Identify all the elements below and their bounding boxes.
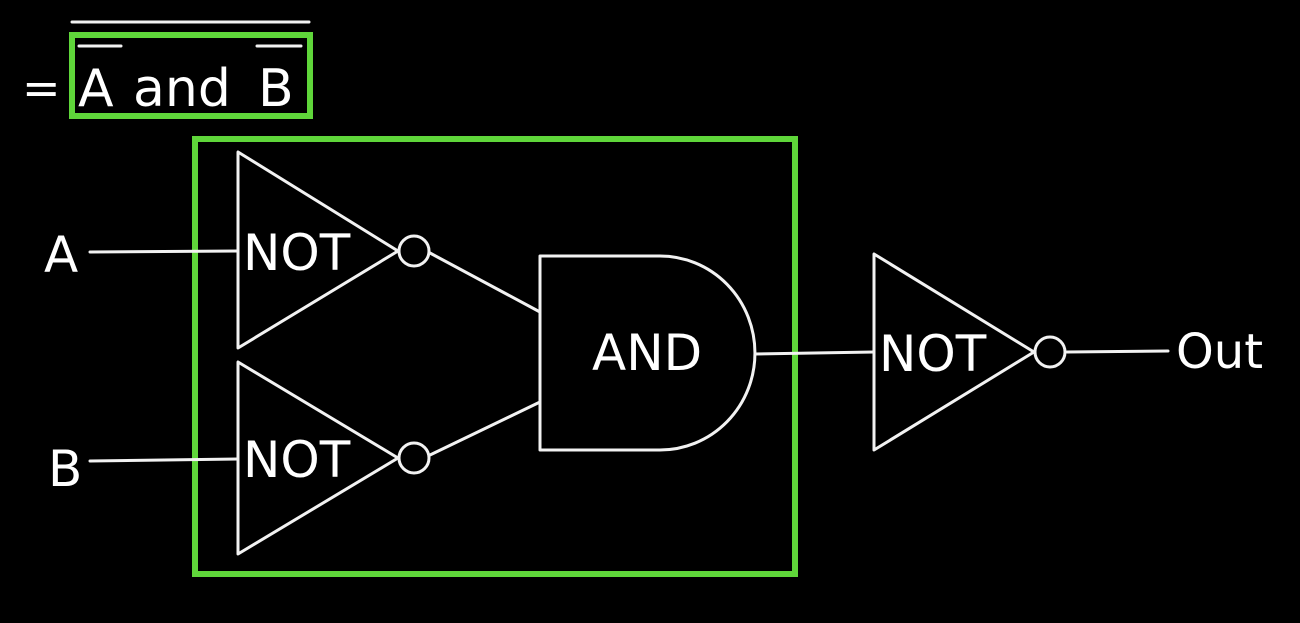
subcircuit-highlight-box	[192, 136, 798, 577]
wire-not-a-to-and	[428, 251, 542, 314]
not-gate-b-label: NOT	[243, 431, 351, 489]
wire-a-input	[88, 249, 240, 254]
input-a-label: A	[44, 226, 78, 284]
not-gate-a-bubble	[397, 234, 431, 268]
not-gate-a-triangle	[236, 150, 400, 350]
output-label: Out	[1176, 324, 1263, 380]
not-gate-out-triangle	[872, 252, 1036, 452]
wire-not-b-to-and	[428, 400, 542, 457]
and-gate: AND	[538, 254, 757, 452]
not-gate-a: NOT	[236, 150, 431, 350]
input-b-label: B	[48, 440, 82, 498]
not-gate-b-triangle	[236, 360, 400, 556]
expression-header: = A and B	[22, 20, 313, 119]
wire-b-input	[88, 457, 240, 463]
and-gate-label: AND	[592, 324, 702, 382]
operator-label: and	[133, 59, 231, 119]
equals-sign: =	[22, 61, 61, 115]
not-gate-b-bubble	[397, 441, 431, 475]
not-gate-out-bubble	[1033, 335, 1067, 369]
not-gate-a-label: NOT	[243, 224, 351, 282]
not-gate-out-label: NOT	[879, 325, 987, 383]
wire-and-to-not	[753, 350, 876, 356]
wire-output	[1065, 349, 1170, 354]
not-gate-b: NOT	[236, 360, 431, 556]
term-a-label: A	[78, 59, 114, 119]
not-gate-out: NOT	[872, 252, 1067, 452]
and-gate-body	[538, 254, 757, 452]
term-b-label: B	[258, 59, 294, 119]
wires	[88, 249, 1170, 463]
expression-highlight-box	[69, 32, 313, 119]
